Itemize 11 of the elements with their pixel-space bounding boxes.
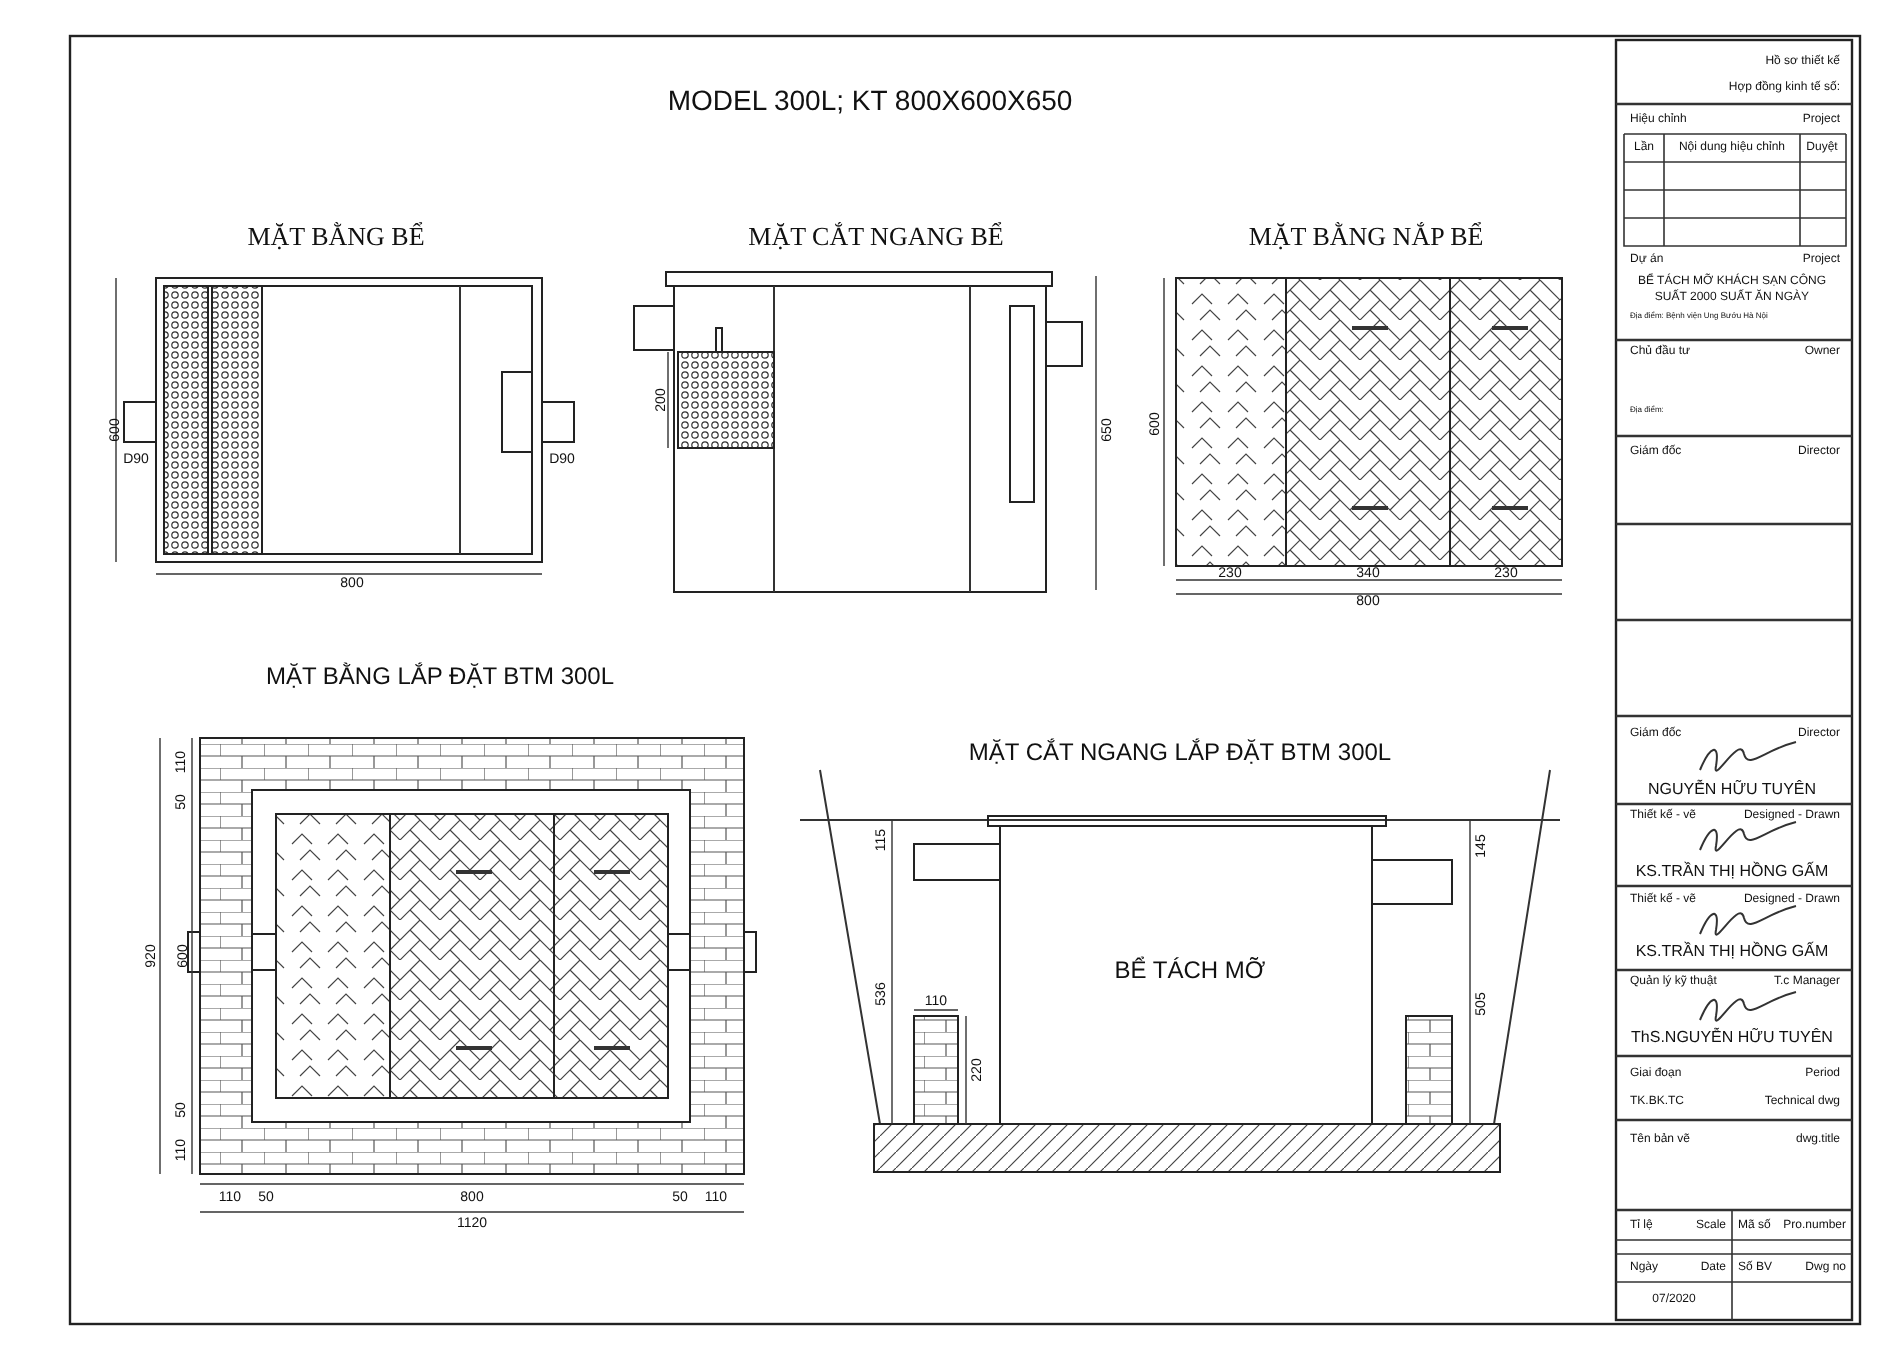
drawing-title: MODEL 300L; KT 800X600X650: [667, 86, 1073, 114]
view-title: MẶT CẮT NGANG BỂ: [748, 223, 1004, 249]
view-title: MẶT CẮT NGANG LẮP ĐẶT BTM 300L: [968, 740, 1392, 764]
tank-label: BỂ TÁCH MỠ: [1114, 958, 1266, 982]
signer-name: KS.TRẦN THỊ HỒNG GẤM: [1635, 944, 1829, 960]
view-title: MẶT BẰNG NẮP BỂ: [1248, 223, 1484, 249]
signer-name: ThS.NGUYỄN HỮU TUYÊN: [1631, 1030, 1833, 1046]
signer-name: NGUYỄN HỮU TUYÊN: [1647, 782, 1817, 798]
signer-name: KS.TRẦN THỊ HỒNG GẤM: [1635, 864, 1829, 880]
view-title: MẶT BẰNG BỂ: [247, 223, 425, 249]
view-title: MẶT BẰNG LẮP ĐẶT BTM 300L: [265, 664, 615, 688]
